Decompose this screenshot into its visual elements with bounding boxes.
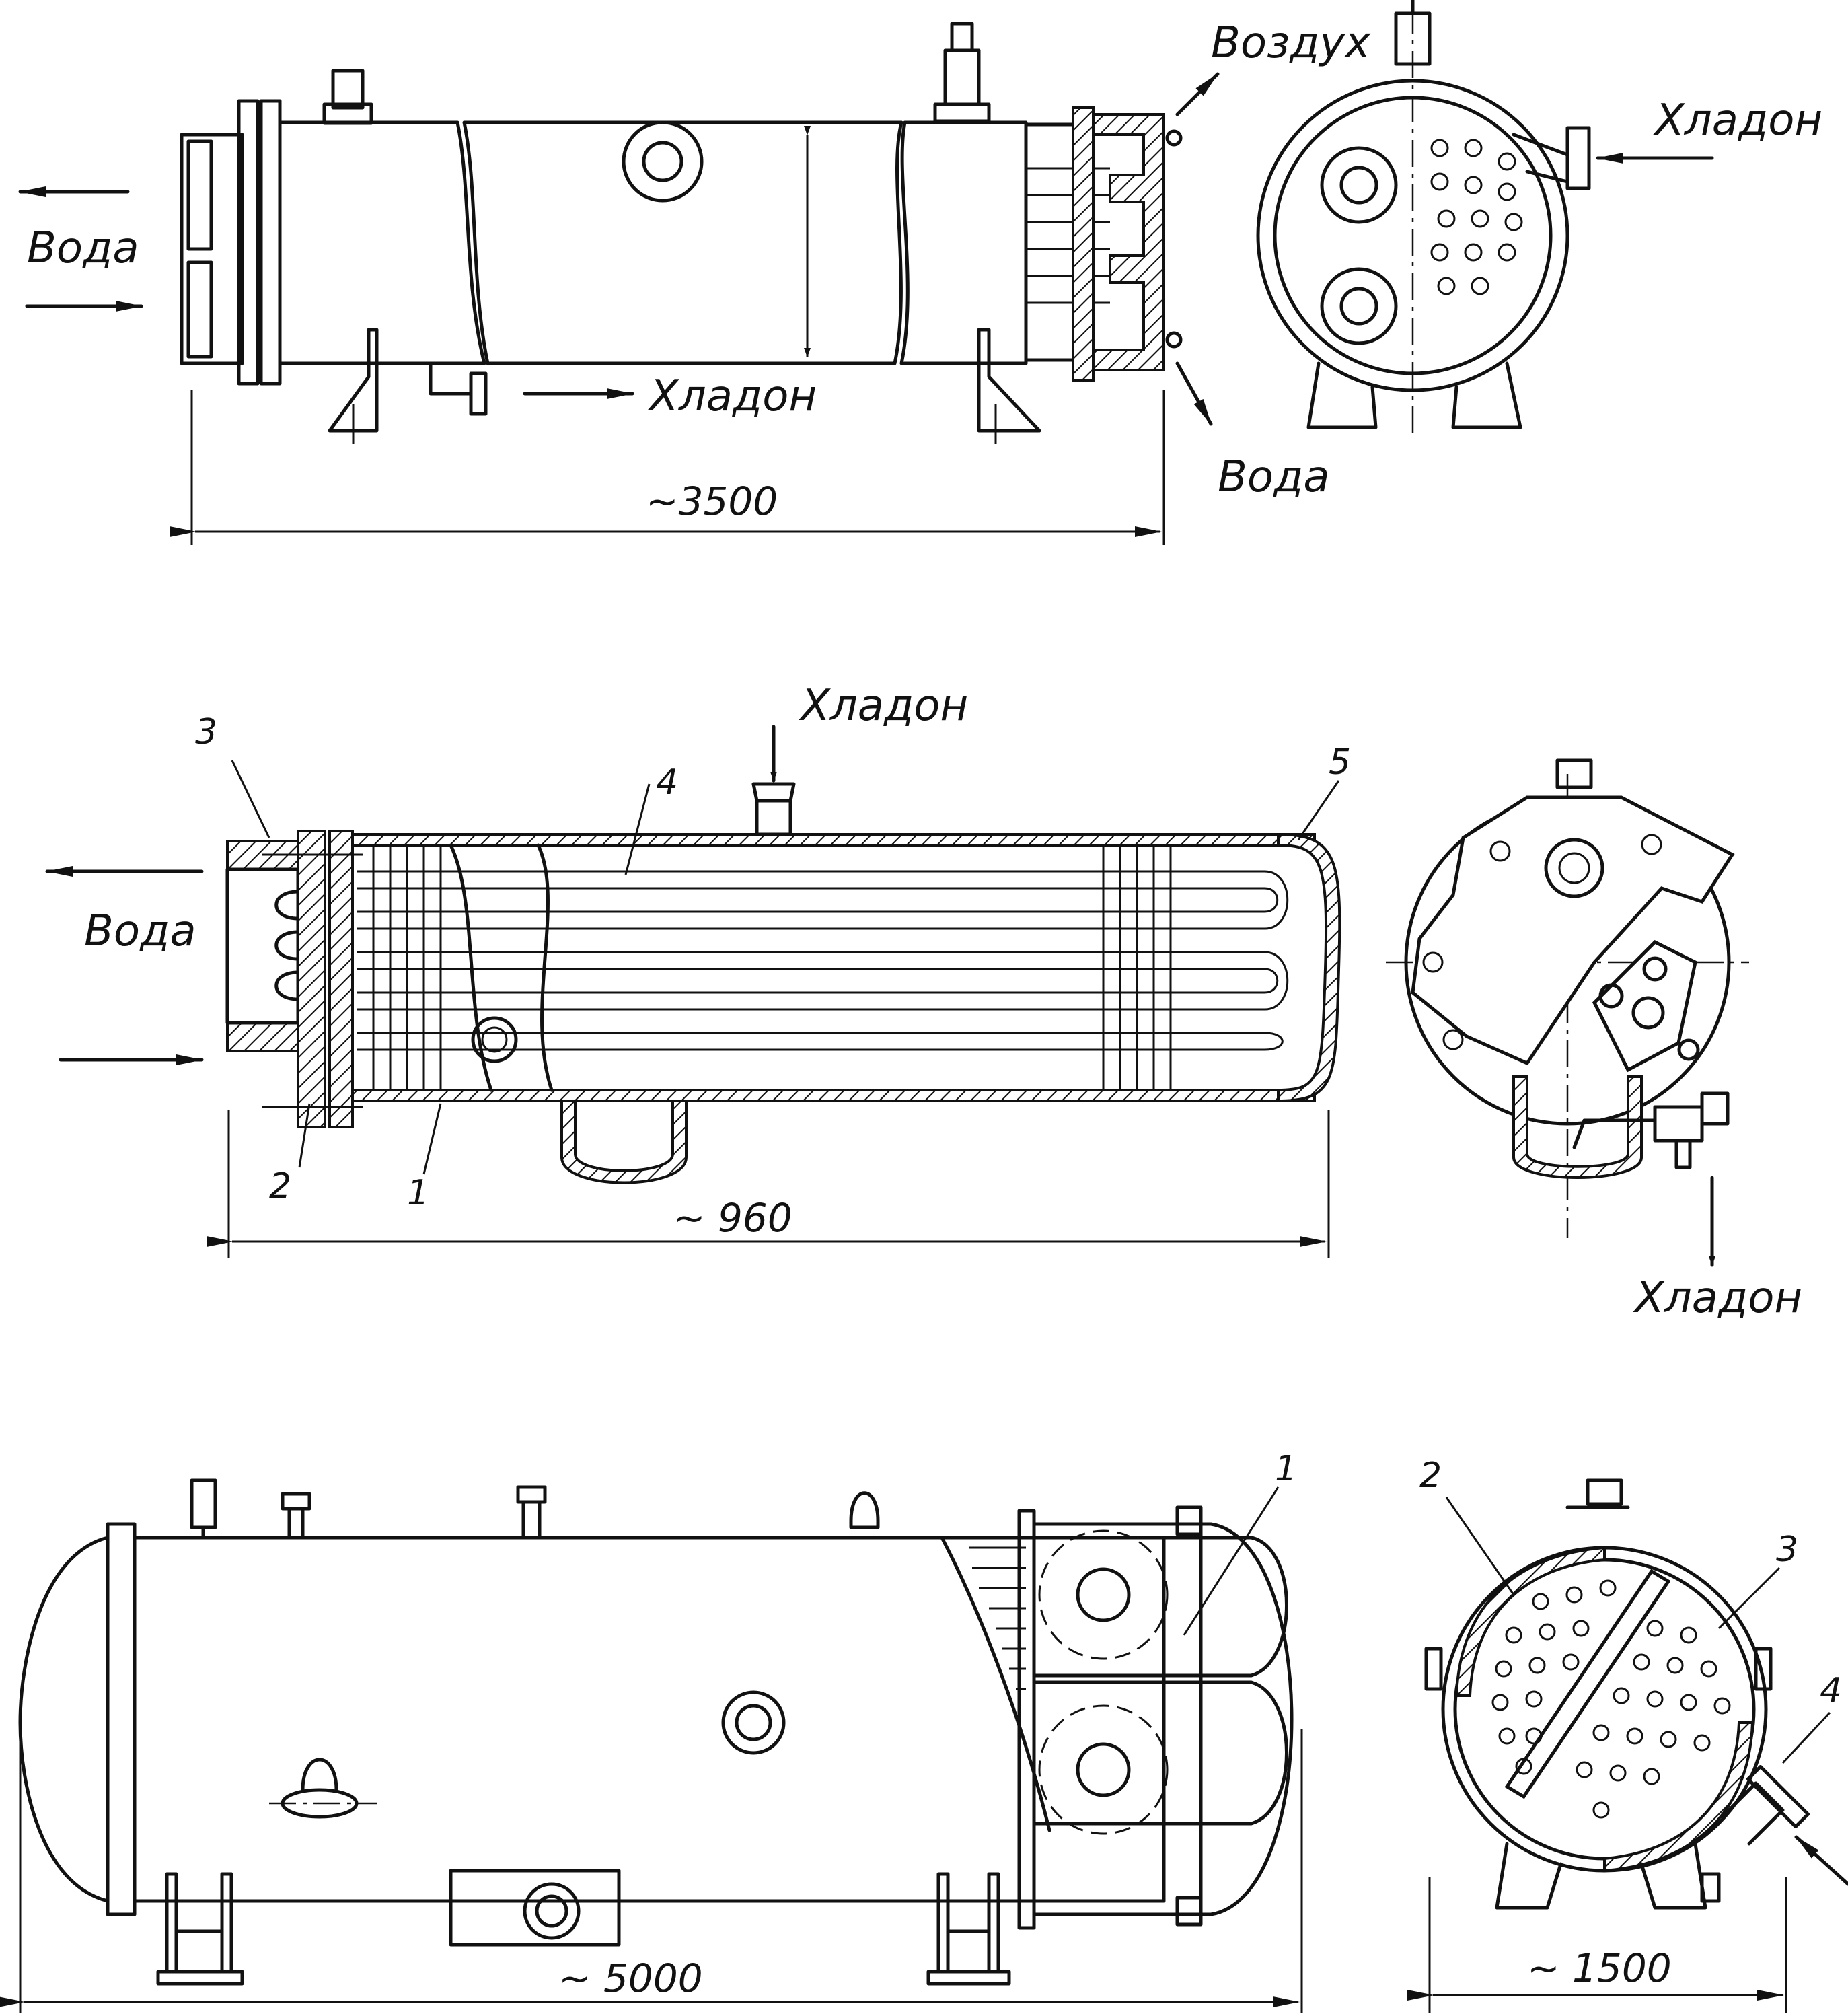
middle-evaporator-end-view: [1386, 758, 1749, 1267]
bottom-end-chamber-lower: [1032, 1680, 1288, 1826]
top-freon-outlet: [429, 361, 473, 396]
bottom-support-left: [165, 1872, 178, 1974]
bottom-end-partition: [1504, 1569, 1671, 1799]
middle-end-outlet-pipe: [1572, 1118, 1657, 1149]
middle-sump: [560, 1100, 688, 1184]
middle-callout-4: 4: [656, 762, 678, 803]
top-end-foot-left: [1306, 361, 1378, 429]
top-condenser-end-view: [1256, 0, 1714, 437]
middle-u-tubes: [357, 870, 1289, 1051]
top-flange-nozzle: [622, 120, 704, 203]
top-condenser-side-view: [18, 22, 1220, 545]
top-flange-1: [237, 99, 260, 386]
top-label-freon: Хладон: [647, 371, 817, 421]
top-end-shell-inner: [1273, 96, 1553, 375]
bottom-end-chamber-upper: [1032, 1536, 1288, 1678]
bottom-callout-4: 4: [1820, 1671, 1842, 1711]
middle-callout-1: 1: [407, 1173, 429, 1213]
bottom-end-tube-pattern: [1491, 1579, 1731, 1819]
bottom-nozzle-upper: [1076, 1567, 1131, 1622]
bottom-sump-box: [449, 1869, 621, 1947]
top-shell-segment-3: [899, 120, 1028, 365]
bottom-flange-left: [106, 1522, 137, 1916]
bottom-callout-1: 1: [1275, 1449, 1297, 1489]
bottom-support-right: [936, 1872, 950, 1974]
middle-callout-5: 5: [1329, 742, 1351, 783]
top-air-arrow: [1175, 72, 1220, 116]
top-end-shell-outer: [1256, 79, 1569, 392]
bottom-end-foot-left: [1495, 1842, 1563, 1910]
middle-flange-2: [297, 830, 326, 1128]
middle-end-outlet-valve: [1653, 1105, 1704, 1143]
top-flange-2: [259, 99, 282, 386]
bottom-end-valve: [1586, 1478, 1623, 1506]
top-end-foot-right: [1451, 361, 1522, 429]
top-end-label-freon: Хладон: [1653, 96, 1822, 145]
middle-shell-top: [351, 833, 1316, 847]
bottom-condenser-side-view: [0, 1478, 1303, 2013]
top-valve-right: [950, 22, 974, 52]
bottom-end-side-nozzle: [1720, 1781, 1785, 1846]
middle-shell-bottom: [351, 1089, 1316, 1102]
top-label-water-out: Вода: [1218, 452, 1330, 502]
bottom-fitting-4: [849, 1491, 880, 1529]
bottom-fitting-2: [281, 1492, 311, 1511]
top-water-outlet-arrow: [1175, 361, 1213, 426]
top-end-freon-inlet: [1512, 133, 1569, 184]
middle-label-water: Вода: [84, 906, 196, 956]
bottom-end-cover: [1032, 1522, 1294, 1916]
top-end-tube-pattern: [1430, 139, 1523, 295]
bottom-end-inlet-arrow: [1794, 1835, 1848, 1886]
bottom-dimension-right: ~ 1500: [1527, 1945, 1672, 1991]
middle-end-cap-5: [1277, 832, 1341, 1103]
bottom-head-left: [18, 1536, 110, 1903]
middle-sight-port: [471, 1016, 518, 1063]
middle-dimension: ~ 960: [673, 1195, 792, 1241]
top-end-cover: [1092, 113, 1165, 371]
middle-baffles-left: [372, 845, 442, 1090]
bottom-callout-2: 2: [1419, 1455, 1442, 1496]
top-tube-sheet: [1072, 106, 1095, 382]
top-tube-bundle: [1024, 122, 1110, 362]
middle-tube-sheet-3: [328, 830, 354, 1128]
middle-end-sump: [1512, 1075, 1643, 1179]
bottom-fitting-3: [516, 1485, 547, 1504]
middle-end-valve: [1555, 758, 1593, 789]
top-dimension: ~3500: [646, 478, 778, 524]
middle-baffles-right: [1102, 845, 1172, 1090]
bottom-shell: [133, 1536, 1166, 1903]
bottom-tube-sheet: [1017, 1509, 1036, 1930]
bottom-condenser-end-view: [1407, 1478, 1848, 2013]
top-label-water-left: Вода: [27, 223, 139, 273]
top-valve-left: [331, 69, 365, 110]
top-end-nozzle-lower: [1320, 267, 1398, 345]
top-label-air: Воздух: [1211, 18, 1371, 68]
middle-end-cover: [1411, 795, 1735, 1066]
middle-water-nozzle-lower: [226, 1021, 299, 1052]
bottom-fitting-1: [190, 1478, 217, 1529]
top-end-nozzle-upper: [1320, 146, 1398, 224]
top-support-right: [977, 328, 1041, 433]
top-shell-segment-1: [278, 120, 486, 365]
bottom-nozzle-lower: [1076, 1742, 1131, 1797]
bottom-lower-nozzle: [301, 1758, 338, 1792]
middle-callout-2: 2: [269, 1166, 291, 1207]
middle-evaporator-side-view: [45, 725, 1341, 1258]
bottom-callout-3: 3: [1776, 1529, 1798, 1570]
middle-label-freon: Хладон: [799, 681, 968, 731]
middle-end-port: [1544, 838, 1604, 898]
bottom-sump-nozzle: [523, 1882, 581, 1940]
top-shell-segment-2: [462, 120, 903, 365]
top-water-cover: [180, 133, 244, 365]
middle-freon-inlet: [755, 799, 792, 836]
bottom-dimension-left: ~ 5000: [558, 1955, 703, 2001]
middle-end-label-freon: Хладон: [1633, 1273, 1802, 1323]
middle-end-plate: [1592, 939, 1697, 1073]
bottom-side-nozzle: [721, 1690, 786, 1755]
middle-callout-3: 3: [195, 712, 217, 752]
